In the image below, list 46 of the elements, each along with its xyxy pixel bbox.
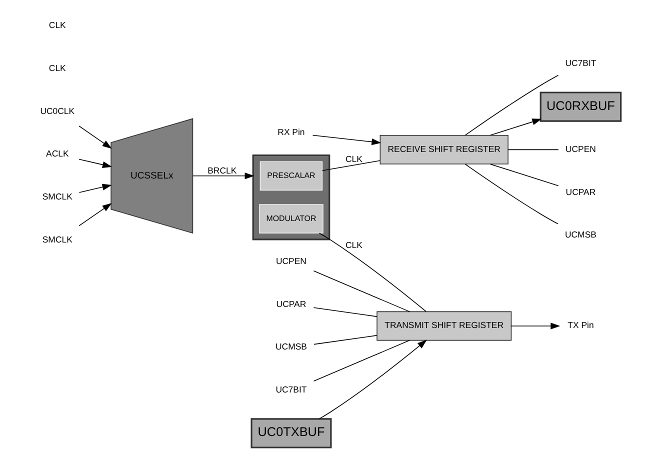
connector — [489, 164, 558, 186]
node-text: SMCLK — [42, 192, 72, 202]
node-text: UC7BIT — [564, 58, 596, 68]
arrow — [489, 118, 542, 136]
node-box: PRESCALAR — [259, 161, 322, 191]
arrow — [78, 158, 112, 168]
connector — [312, 307, 377, 317]
node-text: UC7BIT — [275, 384, 306, 395]
arrow — [510, 322, 560, 330]
node-text: UCPEN — [275, 256, 306, 266]
node-text: UCMSB — [564, 230, 596, 240]
edge-label: CLK — [344, 240, 362, 250]
connector — [321, 160, 380, 172]
node-box: TRANSMIT SHIFT REGISTER — [376, 311, 512, 341]
connector — [313, 335, 377, 345]
node-text: UCPEN — [564, 144, 596, 154]
connector — [464, 74, 558, 136]
arrow — [318, 340, 426, 420]
node-text: UCMSB — [274, 342, 306, 352]
connector — [312, 340, 410, 382]
label: CLK — [48, 20, 66, 30]
node-box: UCSSELx — [110, 118, 193, 234]
arrow — [192, 172, 254, 180]
node-text: UCPAR — [565, 186, 596, 197]
edge-label: CLK — [344, 154, 362, 164]
connector — [464, 164, 558, 224]
node-box: UC0RXBUF — [539, 92, 622, 122]
node-box: UC0TXBUF — [250, 418, 332, 448]
label: CLK — [48, 62, 66, 73]
arrow — [78, 203, 112, 226]
node-text: SMCLK — [42, 234, 72, 244]
edge-label: BRCLK — [207, 165, 236, 176]
arrow — [78, 184, 112, 193]
arrow — [312, 134, 381, 146]
node-box: MODULATOR — [258, 204, 323, 234]
connector — [318, 232, 426, 312]
node-text: UCPAR — [276, 298, 306, 309]
cluster — [252, 154, 330, 240]
node-text: RX Pin — [277, 127, 304, 138]
connector — [507, 149, 558, 150]
connector — [312, 270, 410, 312]
node-box: RECEIVE SHIFT REGISTER — [379, 134, 508, 164]
arrow — [78, 126, 112, 149]
node-text: UC0CLK — [40, 106, 74, 116]
node-text: ACLK — [46, 148, 68, 159]
node-text: TX Pin — [567, 320, 594, 330]
